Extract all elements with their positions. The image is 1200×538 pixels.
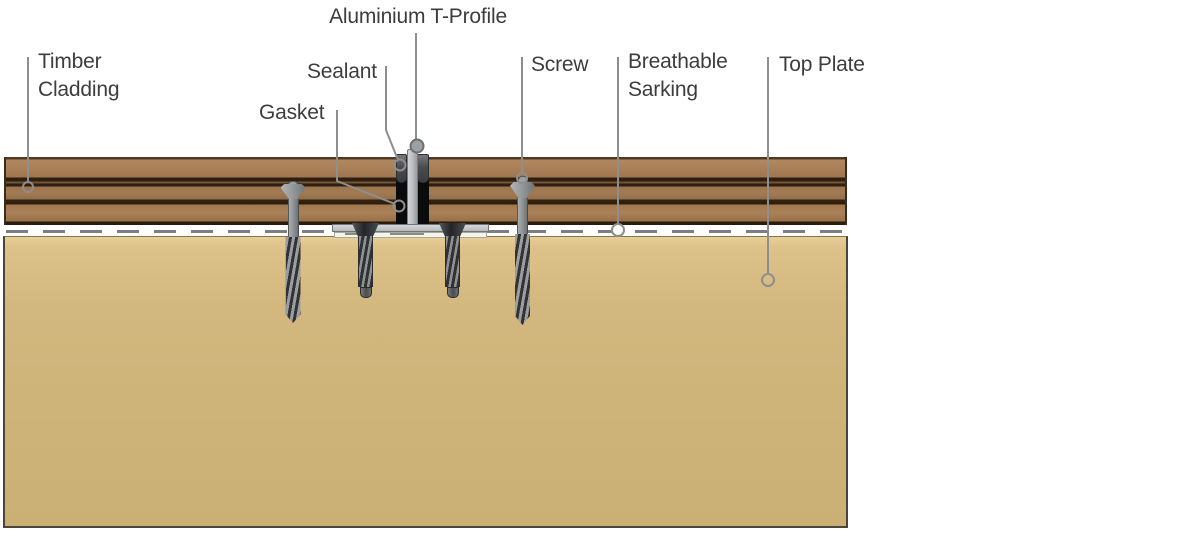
label-breathable-sarking: Breathable Sarking (628, 50, 728, 101)
label-aluminium-t-profile: Aluminium T-Profile (329, 5, 507, 28)
t-profile-flange (332, 224, 489, 232)
gasket-strip-right (417, 158, 429, 224)
screw-outer-right-threads (515, 234, 530, 325)
sealant-bead-right (417, 154, 429, 183)
screw-centre-right-tip (446, 287, 459, 298)
screw-centre-left-threads (358, 236, 373, 287)
screw-outer-right-shaft (517, 198, 528, 234)
packer-shadow-line (345, 233, 363, 235)
label-top-plate: Top Plate (779, 53, 865, 76)
t-profile-stem (406, 149, 418, 226)
timber-cladding-board-right (428, 157, 847, 225)
screw-outer-left-threads (285, 237, 301, 323)
sealant-bead-left (395, 154, 407, 183)
timber-cladding-board-left (4, 157, 396, 225)
label-gasket: Gasket (259, 101, 325, 124)
screw-centre-right-head (439, 223, 466, 236)
screw-centre-right-threads (445, 236, 460, 287)
screw-outer-right-knob (517, 176, 528, 183)
top-plate-block (3, 236, 848, 528)
label-screw: Screw (531, 53, 589, 76)
packer-shadow-line (390, 233, 424, 235)
screw-centre-left-head (352, 223, 379, 236)
screw-centre-left-tip (359, 287, 372, 298)
label-sealant: Sealant (307, 60, 377, 83)
screw-outer-left-shaft (287, 199, 299, 237)
gasket-strip-left (395, 158, 407, 224)
label-timber-cladding: Timber Cladding (38, 50, 120, 101)
leader-sealant (385, 66, 399, 161)
